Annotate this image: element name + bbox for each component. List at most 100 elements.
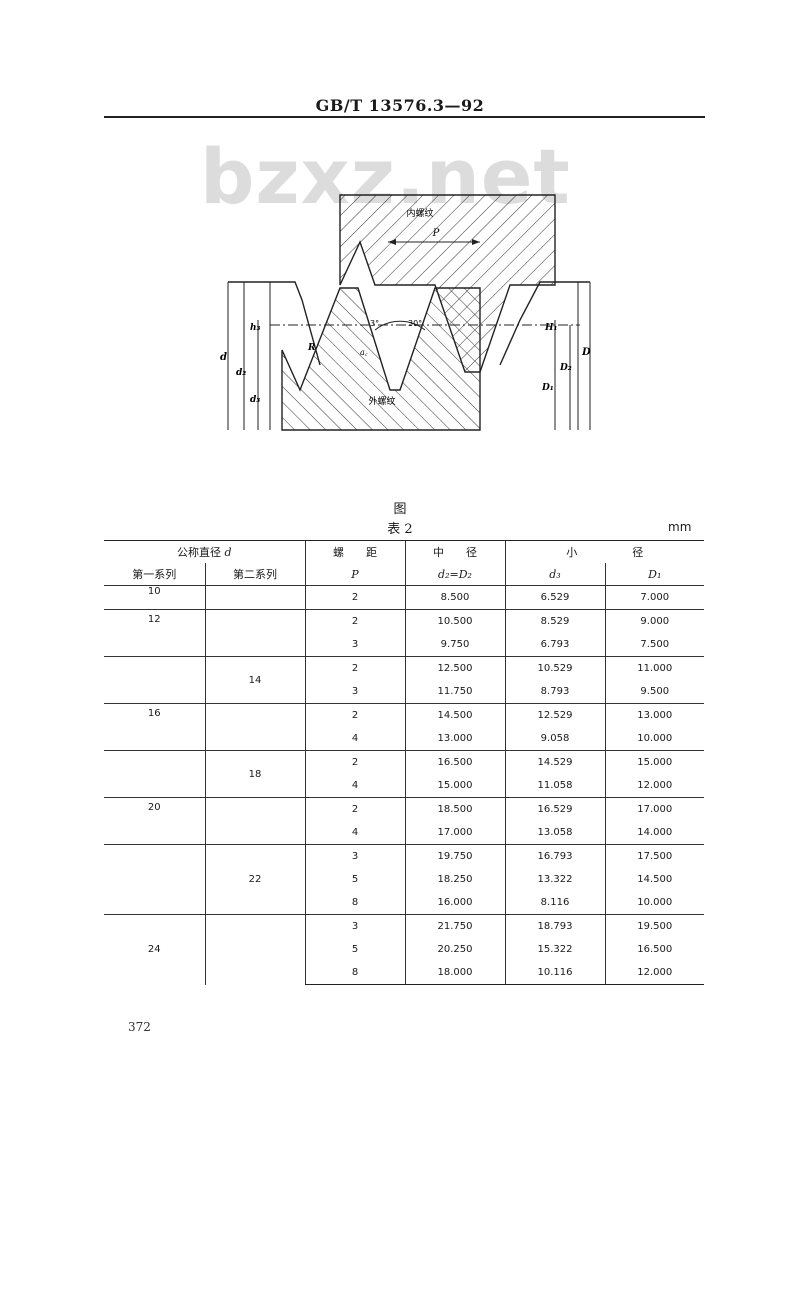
cell-d2: 18.000 <box>404 961 505 985</box>
cell-D1: 13.000 <box>604 703 704 727</box>
label-d3: d₃ <box>250 395 260 405</box>
cell-d3: 18.793 <box>504 914 605 938</box>
cell-D1: 19.500 <box>604 914 704 938</box>
cell-pitch: 8 <box>304 891 405 915</box>
cell-d2: 18.250 <box>404 868 505 891</box>
cell-d3: 6.793 <box>504 633 605 657</box>
cell-second-series: 18 <box>204 750 305 798</box>
label-d2: d₂ <box>236 368 246 378</box>
standard-number: GB/T 13576.3—92 <box>315 96 485 115</box>
label-h3: h₃ <box>250 323 261 333</box>
cell-D1: 15.000 <box>604 750 704 774</box>
cell-pitch: 2 <box>304 585 405 610</box>
cell-d3: 12.529 <box>504 703 605 727</box>
cell-pitch: 4 <box>304 821 405 845</box>
header-minor-diameter: 小 径 <box>504 540 704 563</box>
cell-d3: 15.322 <box>504 938 605 961</box>
cell-pitch: 2 <box>304 609 405 633</box>
cell-pitch: 8 <box>304 961 405 985</box>
cell-pitch: 3 <box>304 633 405 657</box>
label-H1: H₁ <box>544 323 558 333</box>
cell-d2: 14.500 <box>404 703 505 727</box>
cell-second-series <box>204 797 305 845</box>
cell-second-series <box>204 585 305 610</box>
cell-second-series: 14 <box>204 656 305 704</box>
cell-first-series: 20 <box>104 797 205 845</box>
label-D1: D₁ <box>541 383 554 393</box>
cell-first-series <box>104 750 205 798</box>
cell-d3: 8.529 <box>504 609 605 633</box>
cell-pitch: 4 <box>304 774 405 798</box>
cell-d3: 16.793 <box>504 844 605 868</box>
label-angle-30: 30° <box>408 319 422 328</box>
label-internal-thread: 内螺纹 <box>406 207 433 219</box>
cell-d3: 6.529 <box>504 585 605 610</box>
cell-D1: 16.500 <box>604 938 704 961</box>
figure-caption: 图 <box>393 502 407 517</box>
cell-second-series <box>204 703 305 751</box>
header-D1: D₁ <box>604 563 704 586</box>
label-R: R <box>307 343 316 353</box>
cell-D1: 17.500 <box>604 844 704 868</box>
cell-d3: 11.058 <box>504 774 605 798</box>
cell-d2: 17.000 <box>404 821 505 845</box>
cell-d2: 12.500 <box>404 656 505 680</box>
header-pitch: 螺 距 <box>304 540 405 563</box>
label-D2: D₂ <box>559 363 572 373</box>
cell-second-series: 22 <box>204 844 305 915</box>
label-external-thread: 外螺纹 <box>368 395 395 407</box>
label-angle-3: 3° <box>370 319 379 328</box>
cell-d2: 20.250 <box>404 938 505 961</box>
header-d3: d₃ <box>504 563 605 586</box>
cell-second-series <box>204 609 305 657</box>
cell-d2: 13.000 <box>404 727 505 751</box>
cell-pitch: 3 <box>304 914 405 938</box>
cell-first-series: 16 <box>104 703 205 751</box>
table-unit: mm <box>668 520 692 534</box>
header-d2-D2: d₂=D₂ <box>404 563 505 586</box>
cell-d2: 10.500 <box>404 609 505 633</box>
cell-first-series: 10 <box>104 585 205 610</box>
cell-D1: 10.000 <box>604 727 704 751</box>
cell-pitch: 3 <box>304 680 405 704</box>
cell-D1: 14.000 <box>604 821 704 845</box>
cell-D1: 7.000 <box>604 585 704 610</box>
cell-d2: 16.500 <box>404 750 505 774</box>
cell-pitch: 5 <box>304 938 405 961</box>
cell-d2: 19.750 <box>404 844 505 868</box>
thread-profile-figure: 内螺纹 P 3° 30° R a꜀ 外螺纹 d d₂ d₃ h₃ H₁ D₁ D… <box>220 194 591 431</box>
header-second-series: 第二系列 <box>204 563 305 586</box>
cell-D1: 7.500 <box>604 633 704 657</box>
table-title: 表 2 <box>387 522 413 537</box>
cell-d2: 21.750 <box>404 914 505 938</box>
cell-d3: 8.793 <box>504 680 605 704</box>
cell-d3: 9.058 <box>504 727 605 751</box>
cell-pitch: 2 <box>304 656 405 680</box>
header-rule <box>104 116 705 118</box>
cell-second-series <box>204 914 305 985</box>
label-pitch: P <box>432 228 440 239</box>
cell-D1: 14.500 <box>604 868 704 891</box>
cell-D1: 9.500 <box>604 680 704 704</box>
label-ac: a꜀ <box>360 348 368 357</box>
cell-D1: 17.000 <box>604 797 704 821</box>
cell-first-series: 24 <box>104 914 205 985</box>
cell-D1: 11.000 <box>604 656 704 680</box>
cell-d3: 16.529 <box>504 797 605 821</box>
cell-pitch: 2 <box>304 703 405 727</box>
cell-D1: 12.000 <box>604 961 704 985</box>
cell-first-series: 12 <box>104 609 205 657</box>
label-d: d <box>220 352 227 363</box>
cell-d2: 8.500 <box>404 585 505 610</box>
